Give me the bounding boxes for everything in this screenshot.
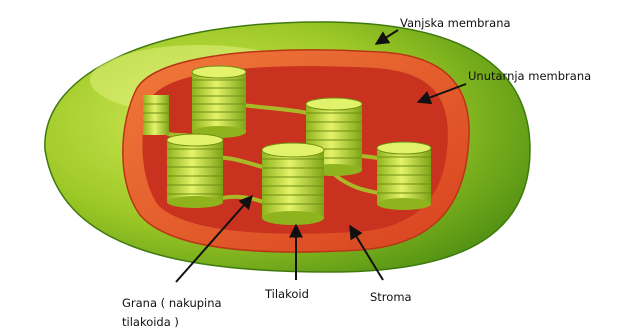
- inner-membrane-label: Unutarnja membrana: [468, 69, 591, 83]
- granum-label-line2: tilakoida ): [122, 315, 179, 329]
- granum-stack-5: [377, 142, 431, 210]
- granum-stack-4: [262, 143, 324, 225]
- outer-membrane-label: Vanjska membrana: [400, 16, 511, 30]
- granum-stack-6: [143, 95, 169, 135]
- granum-label-line1: Grana ( nakupina: [122, 296, 222, 310]
- granum-stack-1: [192, 66, 246, 138]
- stroma-label: Stroma: [370, 290, 412, 304]
- granum-stack-3: [167, 134, 223, 208]
- thylakoid-label: Tilakoid: [264, 287, 309, 301]
